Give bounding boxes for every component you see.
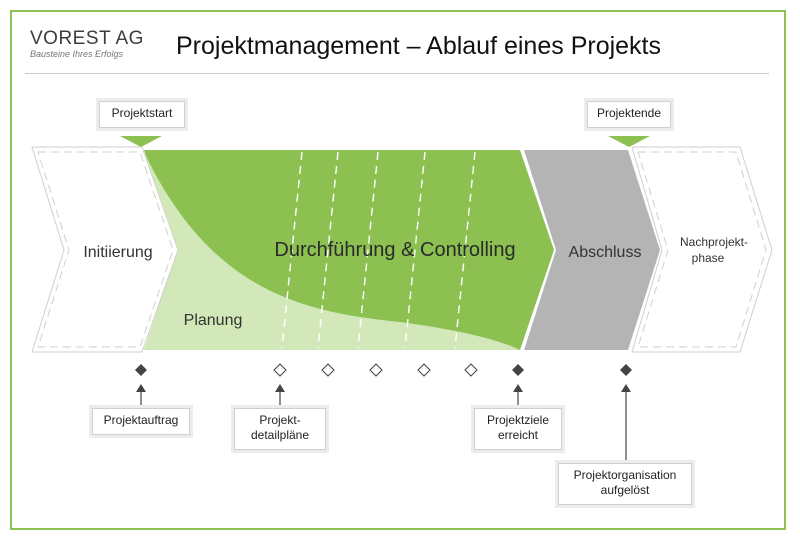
start-marker-triangle — [120, 136, 162, 147]
milestone-open-diamond — [464, 363, 478, 377]
milestone-filled-diamond — [512, 364, 524, 376]
milestone-detail-line2: detailpläne — [250, 428, 310, 442]
logo-name: VOREST AG — [30, 28, 144, 49]
milestone-goals-line1: Projektziele — [486, 413, 550, 427]
project-start-label: Projektstart — [99, 101, 185, 128]
milestone-org-line1: Projektorganisation — [573, 468, 677, 482]
phase-closing-label: Abschluss — [569, 244, 642, 261]
milestone-detail-box: Projekt- detailpläne — [234, 408, 326, 450]
project-end-text: Projektende — [596, 106, 662, 120]
milestone-open-diamond — [369, 363, 383, 377]
phase-post-label-2: phase — [692, 251, 725, 265]
milestone-order-box: Projektauftrag — [92, 408, 190, 435]
title-divider — [25, 73, 769, 74]
iteration-lines — [281, 151, 476, 349]
logo-tagline: Bausteine Ihres Erfolgs — [30, 49, 124, 59]
milestone-open-diamond — [417, 363, 431, 377]
phase-initiation-dashes — [37, 151, 174, 348]
milestone-filled-diamond — [620, 364, 632, 376]
phase-execution-label: Durchführung & Controlling — [274, 239, 515, 261]
milestone-goals-line2: erreicht — [497, 428, 538, 442]
project-start-text: Projektstart — [111, 106, 173, 120]
company-logo: VOREST AG Bausteine Ihres Erfolgs — [30, 28, 144, 59]
phase-initiation-shape — [31, 146, 179, 353]
phase-planning-label: Planung — [184, 312, 243, 329]
milestone-org-box: Projektorganisation aufgelöst — [558, 463, 692, 505]
milestone-diamonds — [135, 363, 632, 377]
milestone-filled-diamond — [135, 364, 147, 376]
phase-initiation-label: Initiierung — [83, 244, 152, 261]
milestone-goals-box: Projektziele erreicht — [474, 408, 562, 450]
milestone-open-diamond — [321, 363, 335, 377]
phase-post-shape — [631, 146, 773, 353]
phase-post-label-1: Nachprojekt- — [680, 235, 748, 249]
page-title: Projektmanagement – Ablauf eines Projekt… — [176, 32, 661, 60]
milestone-org-line2: aufgelöst — [600, 483, 650, 497]
phase-planning-shape — [144, 152, 520, 350]
phase-post-dashes — [637, 151, 767, 348]
project-end-label: Projektende — [587, 101, 671, 128]
end-marker-triangle — [608, 136, 650, 147]
milestone-arrows — [136, 384, 631, 462]
phase-closing-shape — [524, 150, 660, 350]
milestone-open-diamond — [273, 363, 287, 377]
milestone-detail-line1: Projekt- — [259, 413, 301, 427]
milestone-order-text: Projektauftrag — [103, 413, 179, 427]
